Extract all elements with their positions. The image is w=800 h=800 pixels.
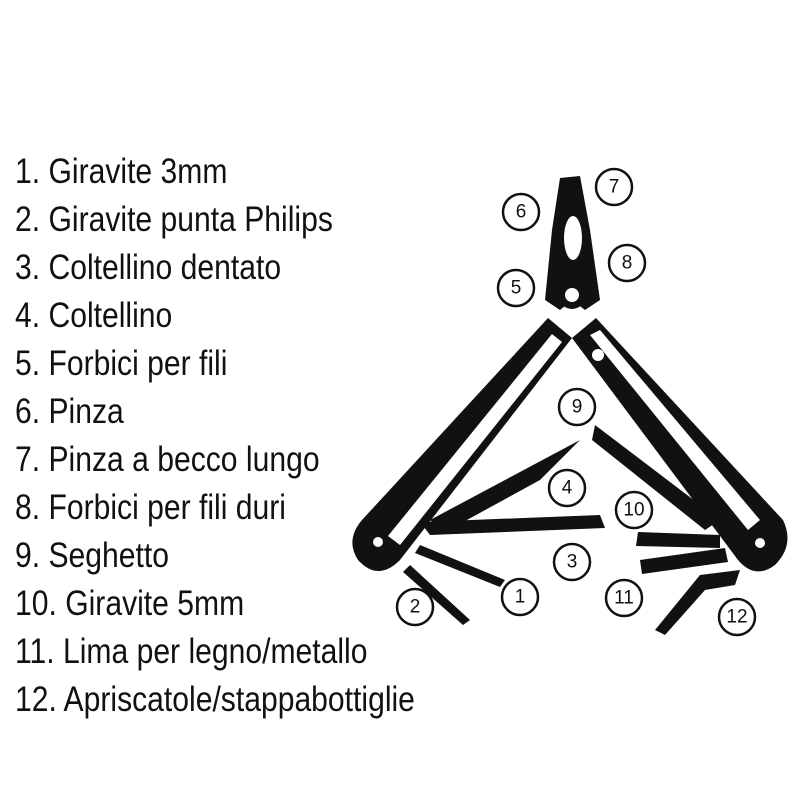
legend-item: 3. Coltellino dentato <box>15 248 282 287</box>
screwdriver-3mm <box>415 545 505 587</box>
callout-1: 1 <box>515 587 526 608</box>
legend-item: 2. Giravite punta Philips <box>15 200 333 239</box>
legend-item: 6. Pinza <box>15 392 124 431</box>
callout-2: 2 <box>410 597 421 618</box>
knife-blade <box>430 440 580 532</box>
legend-item: 12. Apriscatole/stappabottiglie <box>15 680 415 719</box>
file <box>640 548 728 574</box>
can-opener <box>655 570 740 635</box>
tools <box>403 425 740 635</box>
screwdriver-5mm <box>636 532 720 548</box>
pliers-jaws <box>545 176 600 310</box>
callout-3: 3 <box>567 552 578 573</box>
right-handle <box>572 318 788 572</box>
legend-item: 1. Giravite 3mm <box>15 152 228 191</box>
callout-6: 6 <box>516 202 527 223</box>
philips-screwdriver <box>403 565 470 625</box>
legend-item: 7. Pinza a becco lungo <box>15 440 320 479</box>
legend-item: 4. Coltellino <box>15 296 173 335</box>
callout-11: 11 <box>614 588 634 609</box>
legend-item: 8. Forbici per fili duri <box>15 488 286 527</box>
legend-item: 5. Forbici per fili <box>15 344 228 383</box>
callout-8: 8 <box>622 253 633 274</box>
callout-7: 7 <box>609 177 620 198</box>
legend-item: 11. Lima per legno/metallo <box>15 632 368 671</box>
callout-4: 4 <box>562 478 573 499</box>
serrated-blade <box>420 515 605 535</box>
callout-10: 10 <box>623 500 644 521</box>
left-handle <box>352 318 572 571</box>
legend-item: 9. Seghetto <box>15 536 169 575</box>
callout-9: 9 <box>572 397 583 418</box>
legend-item: 10. Giravite 5mm <box>15 584 245 623</box>
callout-12: 12 <box>726 607 747 628</box>
saw-blade <box>592 425 720 530</box>
callouts <box>395 167 757 637</box>
callout-5: 5 <box>511 278 522 299</box>
tool-legend: 1. Giravite 3mm 2. Giravite punta Philip… <box>15 148 480 724</box>
